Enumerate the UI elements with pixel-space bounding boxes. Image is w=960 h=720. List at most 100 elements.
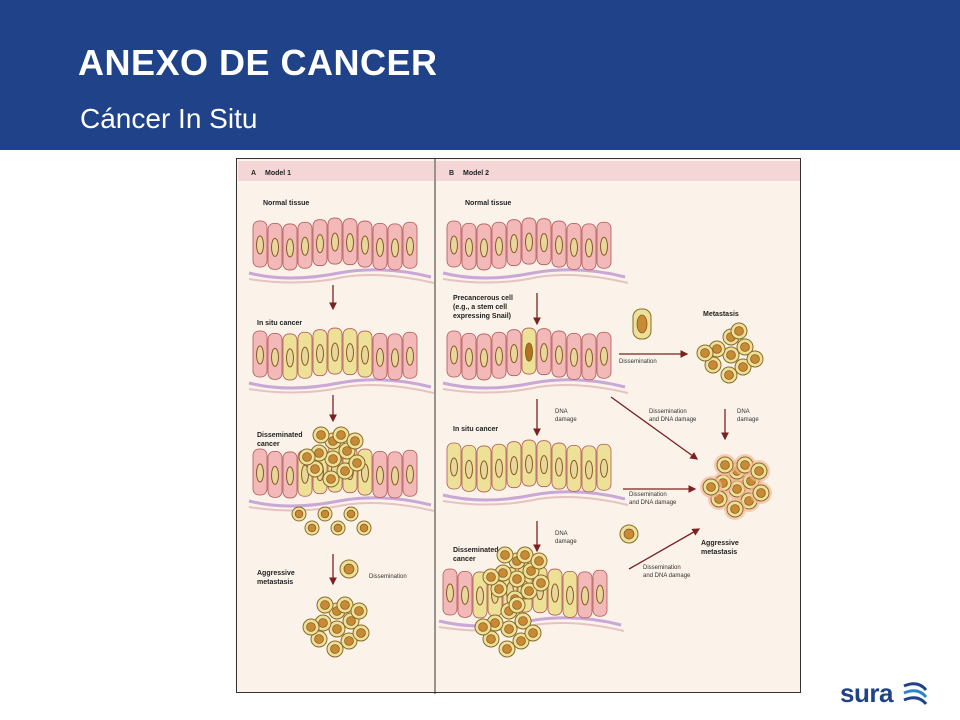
b-precancer-tissue-nucleus [450, 345, 458, 365]
a-scatter-cell-nucleus [359, 523, 369, 533]
a-disseminating-cells-cell-nucleus [336, 430, 346, 440]
a-metastasis-cluster-cell-nucleus [346, 616, 356, 626]
b-disseminated-tissue-nucleus [581, 586, 589, 606]
b-disseminating-cells-cell-nucleus [536, 578, 546, 588]
b-metastasis-cluster-cell-nucleus [734, 326, 744, 336]
a-disseminating-cells-cell-nucleus [314, 448, 324, 458]
b-aggressive-cluster-cell-nucleus [720, 460, 730, 470]
a-normal-tissue-nucleus [376, 237, 384, 257]
a-disseminated-tissue-stroma [248, 502, 435, 512]
b-precancer-tissue-nucleus [480, 348, 488, 368]
b-dna-label-1b: damage [555, 417, 577, 423]
b-precancer-tissue-nucleus [525, 342, 533, 362]
a-scatter-cell-nucleus [346, 509, 356, 519]
a-insitu-tissue-nucleus [376, 347, 384, 367]
b-lower-cluster-cell-nucleus [502, 644, 512, 654]
b-lower-cluster-cell-nucleus [486, 634, 496, 644]
page-title: ANEXO DE CANCER [78, 42, 438, 83]
a-disseminating-cells-cell-nucleus [340, 466, 350, 476]
a-metastasis-cluster-cell-nucleus [344, 636, 354, 646]
b-disseminated-tissue-nucleus [551, 583, 559, 603]
b-normal-tissue-nucleus [465, 237, 473, 257]
b-disseminated-label-1: Disseminated [453, 547, 499, 554]
a-scatter-cell-nucleus [307, 523, 317, 533]
a-disseminating-cells-cell-nucleus [328, 454, 338, 464]
b-diss-dna-label-1a: Dissemination [649, 409, 687, 415]
b-diss-dna-label-2a: Dissemination [629, 492, 667, 498]
b-disseminated-tissue-nucleus [446, 583, 454, 603]
a-metastasis-cluster-cell-nucleus [356, 628, 366, 638]
b-insitu-tissue-nucleus [525, 454, 533, 474]
b-dna-label-2b: damage [737, 417, 759, 423]
b-precancer-tissue-nucleus [585, 348, 593, 368]
b-precancer-tissue-nucleus [600, 346, 608, 366]
a-normal-label: Normal tissue [263, 200, 309, 207]
figure-svg: A Model 1 B Model 2 Normal tissue In sit… [238, 159, 800, 694]
b-disseminated-tissue-nucleus [476, 586, 484, 606]
b-insitu-tissue-stroma [442, 496, 629, 506]
a-normal-tissue-nucleus [361, 235, 369, 255]
a-metastasis-cluster-cell-nucleus [340, 600, 350, 610]
b-precancer-tissue-nucleus [465, 347, 473, 367]
a-disseminating-cells-cell-nucleus [342, 446, 352, 456]
b-metastasis-cluster-cell-nucleus [740, 342, 750, 352]
a-metastasis-cluster-cell-nucleus [314, 634, 324, 644]
a-insitu-tissue-nucleus [391, 348, 399, 368]
b-disseminating-cells-cell-nucleus [512, 574, 522, 584]
b-disseminated-tissue-nucleus [596, 584, 604, 604]
a-insitu-tissue-nucleus [406, 346, 414, 366]
b-precancer-label-3: expressing Snail) [453, 313, 511, 320]
a-disseminated-tissue-nucleus [256, 463, 264, 483]
b-disseminating-cells-cell-nucleus [526, 566, 536, 576]
a-disseminated-label-2: cancer [257, 441, 280, 448]
b-insitu-label: In situ cancer [453, 426, 498, 433]
panel-a-model: Model 1 [265, 170, 291, 177]
b-aggressive-cluster-cell-nucleus [706, 482, 716, 492]
b-precancer-tissue-nucleus [495, 346, 503, 366]
a-metastasis-cluster-cell-nucleus [354, 606, 364, 616]
b-single-cell-top-nucleus [636, 314, 648, 334]
a-normal-tissue-nucleus [286, 238, 294, 258]
b-aggressive-cluster-cell-nucleus [756, 488, 766, 498]
b-aggressive-cluster-cell-nucleus [740, 460, 750, 470]
a-disseminated-tissue-basement [248, 496, 432, 508]
a-metastasis-cluster-cell-nucleus [318, 618, 328, 628]
a-metastasis-cluster-cell-nucleus [320, 600, 330, 610]
b-insitu-tissue-nucleus [585, 460, 593, 480]
a-aggressive-label-2: metastasis [257, 579, 293, 586]
b-normal-tissue-nucleus [600, 236, 608, 256]
b-disseminated-tissue-nucleus [566, 585, 574, 605]
panel-a-letter: A [251, 170, 256, 177]
b-aggressive-cluster-cell-nucleus [732, 484, 742, 494]
a-normal-tissue-nucleus [391, 238, 399, 258]
a-insitu-tissue-nucleus [301, 346, 309, 366]
b-arrow-diss-dna-3 [628, 528, 701, 570]
b-normal-label: Normal tissue [465, 200, 511, 207]
b-normal-tissue-nucleus [510, 234, 518, 254]
a-normal-tissue-stroma [248, 274, 435, 284]
b-metastasis-cluster-cell-nucleus [712, 344, 722, 354]
b-disseminating-cells-cell-nucleus [486, 572, 496, 582]
a-metastasis-cluster-cell-nucleus [332, 624, 342, 634]
b-lower-cluster-cell-nucleus [490, 618, 500, 628]
b-aggressive-label-1: Aggressive [701, 540, 739, 547]
a-normal-tissue-nucleus [301, 236, 309, 256]
b-normal-tissue-nucleus [540, 233, 548, 253]
b-insitu-tissue-nucleus [510, 456, 518, 476]
b-precancer-tissue-nucleus [570, 347, 578, 367]
a-insitu-tissue-nucleus [331, 342, 339, 362]
b-lower-cluster-cell-nucleus [518, 616, 528, 626]
b-precancer-tissue-nucleus [510, 344, 518, 364]
b-lower-cluster-cell-nucleus [516, 636, 526, 646]
b-disseminating-cells-cell-nucleus [498, 568, 508, 578]
b-insitu-tissue-nucleus [600, 458, 608, 478]
a-insitu-label: In situ cancer [257, 320, 302, 327]
a-disseminated-tissue-nucleus [406, 464, 414, 484]
b-precancer-label-2: (e.g., a stem cell [453, 304, 507, 311]
b-disseminated-label-2: cancer [453, 556, 476, 563]
a-disseminated-label-1: Disseminated [257, 432, 303, 439]
b-precancer-tissue-nucleus [540, 343, 548, 363]
b-insitu-tissue-nucleus [570, 459, 578, 479]
b-lower-cluster-cell-nucleus [528, 628, 538, 638]
b-metastasis-label: Metastasis [703, 311, 739, 318]
